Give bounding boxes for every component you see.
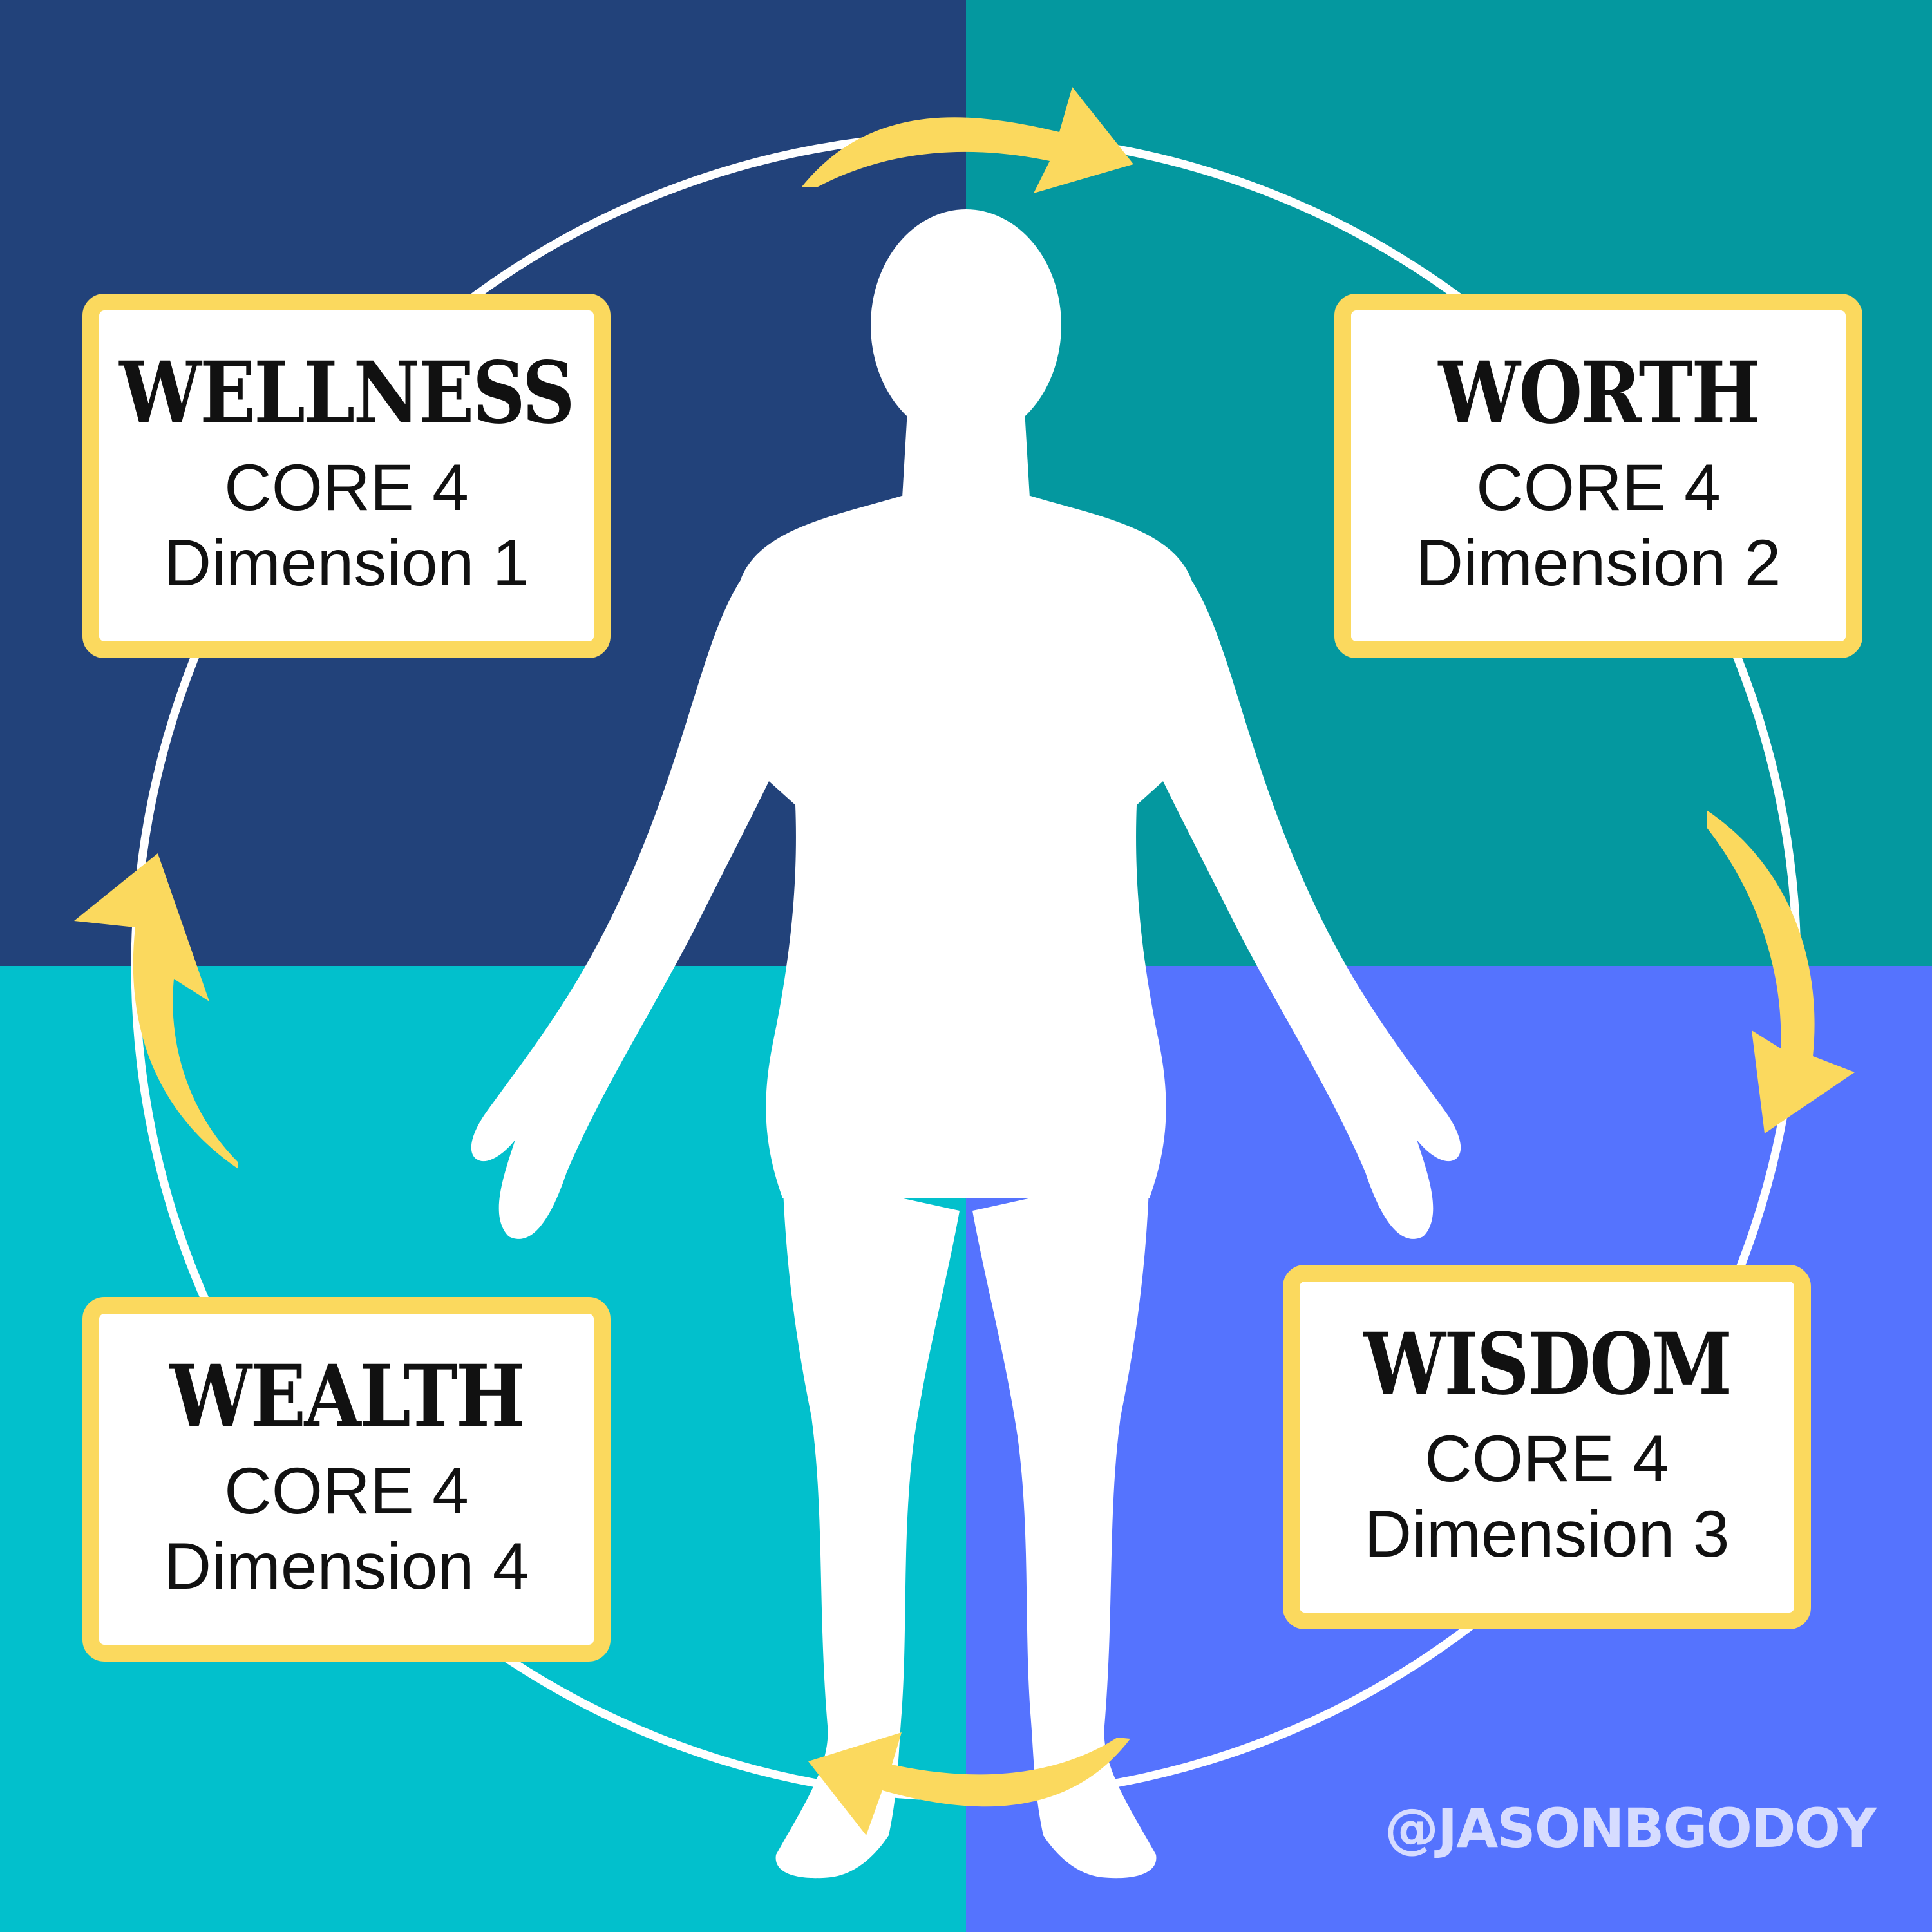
curved-arrow-icon — [74, 853, 238, 1169]
card-subtitle: CORE 4 — [224, 450, 469, 524]
card-title: WISDOM — [1363, 1314, 1732, 1414]
card-subtitle: CORE 4 — [224, 1454, 469, 1528]
card-title: WELLNESS — [119, 343, 575, 443]
card-worth: WORTH CORE 4 Dimension 2 — [1334, 294, 1862, 658]
curved-arrow-icon — [808, 1732, 1130, 1835]
card-dimension: Dimension 1 — [164, 526, 529, 600]
card-dimension: Dimension 3 — [1364, 1497, 1730, 1571]
curved-arrow-icon — [802, 87, 1133, 193]
card-title: WORTH — [1438, 343, 1760, 443]
human-silhouette-icon — [471, 209, 1461, 1879]
card-wealth: WEALTH CORE 4 Dimension 4 — [82, 1297, 611, 1662]
card-title: WEALTH — [169, 1346, 525, 1446]
curved-arrow-icon — [1707, 810, 1855, 1133]
card-subtitle: CORE 4 — [1476, 450, 1721, 524]
card-dimension: Dimension 2 — [1416, 526, 1781, 600]
card-dimension: Dimension 4 — [164, 1530, 529, 1603]
card-wisdom: WISDOM CORE 4 Dimension 3 — [1283, 1265, 1811, 1629]
card-wellness: WELLNESS CORE 4 Dimension 1 — [82, 294, 611, 658]
card-subtitle: CORE 4 — [1425, 1421, 1669, 1495]
author-handle: @JASONBGODOY — [1385, 1797, 1877, 1860]
